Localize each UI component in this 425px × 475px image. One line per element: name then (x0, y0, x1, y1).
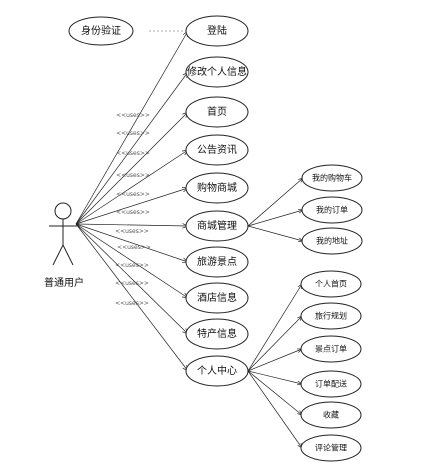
use-case-shop: 购物商城 (185, 172, 249, 204)
use-case-ellipse (185, 246, 249, 278)
uses-label: <<uses>> (116, 172, 150, 179)
use-case-label: 评论管理 (315, 443, 347, 453)
actor-head (54, 202, 72, 220)
uses-label: <<uses>> (116, 209, 150, 216)
use-case-ellipse (185, 56, 249, 88)
uses-label: <<uses>> (115, 280, 149, 287)
use-case-ellipse (185, 134, 249, 166)
use-case-ellipse (185, 282, 249, 314)
use-case-label: 商城管理 (197, 219, 237, 232)
use-case-favorites (300, 401, 362, 429)
uses-label: <<uses>> (116, 191, 150, 198)
use-case-label: 首页 (207, 105, 227, 118)
use-case-ellipse (185, 96, 249, 128)
connector-shop (75, 187, 189, 225)
connector-personal-home (247, 283, 303, 372)
auth-node-label: 身份验证 (81, 24, 121, 37)
actor-figure (49, 202, 77, 266)
connector-delivery (247, 370, 303, 385)
use-case-label: 收藏 (323, 410, 339, 420)
use-case-mall-manage: 商城管理 (185, 210, 249, 242)
actor-label: 普通用户 (44, 276, 84, 289)
use-case-label: 我的订单 (316, 205, 348, 215)
uses-label: <<uses>> (116, 112, 150, 119)
connector-comments (247, 370, 303, 449)
use-case-trip-plan (300, 302, 362, 330)
use-case-comments (300, 434, 362, 462)
connector-personal (75, 223, 189, 372)
use-case-label: 旅行规划 (315, 311, 347, 321)
use-case-delivery (300, 370, 362, 398)
connectors (75, 30, 189, 372)
use-case-label: 购物商城 (197, 181, 237, 194)
uses-label: <<uses>> (115, 300, 149, 307)
use-case-label: 景点订单 (315, 344, 347, 354)
connector-favorites (247, 370, 303, 416)
use-case-address (301, 227, 363, 255)
connector-notice (75, 149, 189, 225)
use-case-special: 特产信息 (185, 318, 249, 350)
uses-label: <<uses>> (117, 244, 151, 251)
use-case-ellipse (185, 172, 249, 204)
use-case-label: 个人首页 (315, 279, 347, 289)
connector-travel (75, 223, 189, 263)
connector-home (75, 111, 189, 225)
use-case-label: 登陆 (207, 24, 227, 37)
use-case-label: 旅游景点 (197, 255, 237, 268)
use-case-notice: 公告资讯 (185, 134, 249, 166)
uses-labels: <<uses>> <<uses>> <<uses>> <<uses>> <<uses>>… (115, 112, 151, 307)
use-case-personal: 个人中心 (185, 355, 249, 387)
connector-cart (247, 177, 304, 227)
use-case-home: 首页 (185, 96, 249, 128)
connector-edit-profile (75, 71, 189, 225)
connector-register (75, 30, 189, 225)
use-case-scenic-order (300, 335, 362, 363)
use-case-order (301, 196, 363, 224)
connector-mall-manage (75, 223, 189, 227)
use-case-personal-home (300, 270, 362, 298)
use-case-label: 特产信息 (197, 327, 237, 340)
use-case-cart (301, 164, 363, 192)
use-case-ellipse (185, 318, 249, 350)
use-case-edit-profile: 修改个人信息 (185, 56, 249, 88)
connector-special (75, 223, 189, 335)
use-case-label: 订单配送 (315, 379, 347, 389)
use-case-label: 我的购物车 (312, 173, 352, 183)
connector-hotel (75, 223, 189, 299)
connector-order (247, 209, 304, 227)
auth-node-ellipse (68, 16, 134, 46)
use-case-label: 酒店信息 (197, 291, 237, 304)
actor-leg-left (52, 244, 64, 266)
use-case-ellipse (185, 15, 249, 47)
use-case-hotel: 酒店信息 (185, 282, 249, 314)
uses-label: <<uses>> (116, 150, 150, 157)
use-case-register: 登陆 (185, 15, 249, 47)
use-case-label: 我的地址 (316, 236, 348, 246)
use-case-label: 公告资讯 (197, 143, 237, 156)
uses-label: <<uses>> (115, 228, 149, 235)
connector-trip-plan (247, 315, 303, 372)
uses-label: <<uses>> (116, 130, 150, 137)
uses-label: <<uses>> (115, 262, 149, 269)
use-case-label: 修改个人信息 (187, 65, 247, 78)
connector-address (247, 225, 304, 242)
use-case-label: 个人中心 (197, 364, 237, 377)
actor-leg-right (62, 244, 74, 266)
use-case-travel: 旅游景点 (185, 246, 249, 278)
connector-scenic-order (247, 348, 303, 372)
